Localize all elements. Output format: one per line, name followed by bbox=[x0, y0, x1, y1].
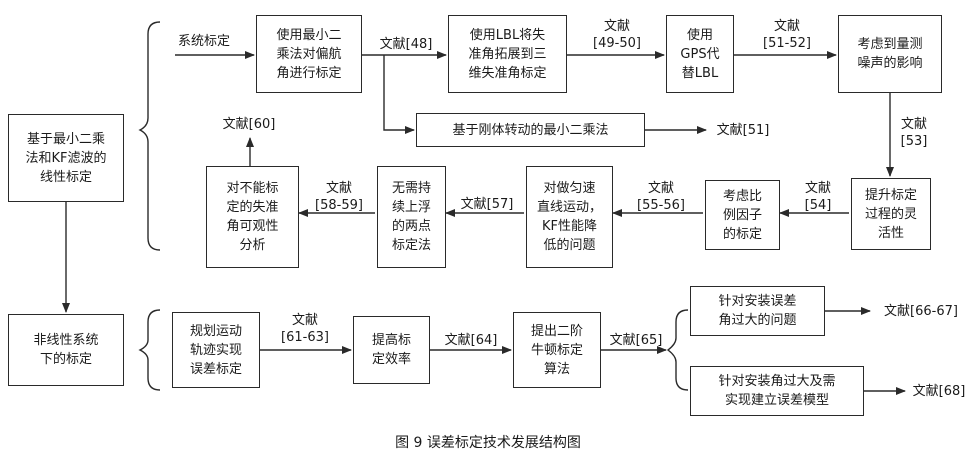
scale-factor-box: 考虑比 例因子 的标定 bbox=[705, 180, 780, 250]
upper-brace bbox=[138, 21, 161, 251]
arrow-branch-to-rigid bbox=[383, 55, 415, 134]
ref-48-label: 文献[48] bbox=[379, 37, 433, 52]
large-angle-model-box: 针对安装角过大及需 实现建立误差模型 bbox=[690, 366, 864, 416]
right-brace bbox=[666, 309, 689, 391]
gps-replace-lbl-box: 使用 GPS代 替LBL bbox=[666, 15, 734, 93]
linear-calibration-box: 基于最小二乘 法和KF滤波的 线性标定 bbox=[8, 114, 124, 202]
ref-64-label: 文献[64] bbox=[444, 333, 498, 348]
ref-60-label: 文献[60] bbox=[222, 117, 276, 132]
ref-49-50-label: 文献 [49-50] bbox=[593, 19, 641, 51]
ref-51-label: 文献[51] bbox=[716, 123, 770, 138]
large-angle-box: 针对安装误差 角过大的问题 bbox=[690, 286, 825, 336]
figure-caption: 图 9 误差标定技术发展结构图 bbox=[395, 435, 581, 451]
ref-68-label: 文献[68] bbox=[912, 384, 966, 399]
ref-57-label: 文献[57] bbox=[460, 197, 514, 212]
ref-61-63-label: 文献 [61-63] bbox=[281, 313, 329, 345]
two-point-box: 无需持 续上浮 的两点 标定法 bbox=[377, 166, 446, 268]
system-calibration-label: 系统标定 bbox=[178, 34, 231, 49]
uniform-motion-kf-box: 对做匀速 直线运动， KF性能降 低的问题 bbox=[526, 166, 613, 268]
ref-58-59-label: 文献 [58-59] bbox=[315, 181, 363, 213]
unobservable-analysis-box: 对不能标 定的失准 角可观性 分析 bbox=[206, 166, 299, 268]
flexibility-box: 提升标定 过程的灵 活性 bbox=[851, 178, 931, 250]
ref-51-52-label: 文献 [51-52] bbox=[763, 19, 811, 51]
efficiency-box: 提高标 定效率 bbox=[353, 316, 430, 384]
rigid-rotation-ls-box: 基于刚体转动的最小二乘法 bbox=[416, 113, 645, 147]
ref-66-67-label: 文献[66-67] bbox=[884, 304, 958, 319]
newton-algorithm-box: 提出二阶 牛顿标定 算法 bbox=[513, 312, 601, 388]
lower-brace bbox=[138, 309, 161, 391]
nonlinear-calibration-box: 非线性系统 下的标定 bbox=[8, 314, 124, 386]
lbl-3d-box: 使用LBL将失 准角拓展到三 维失准角标定 bbox=[448, 15, 567, 93]
path-planning-box: 规划运动 轨迹实现 误差标定 bbox=[172, 312, 260, 388]
ls-misalignment-box: 使用最小二 乘法对偏航 角进行标定 bbox=[256, 15, 362, 93]
ref-65-label: 文献[65] bbox=[609, 333, 663, 348]
ref-55-56-label: 文献 [55-56] bbox=[637, 181, 685, 213]
ref-53-label: 文献 [53] bbox=[900, 117, 928, 149]
measurement-noise-box: 考虑到量测 噪声的影响 bbox=[838, 15, 942, 93]
ref-54-label: 文献 [54] bbox=[804, 181, 832, 213]
